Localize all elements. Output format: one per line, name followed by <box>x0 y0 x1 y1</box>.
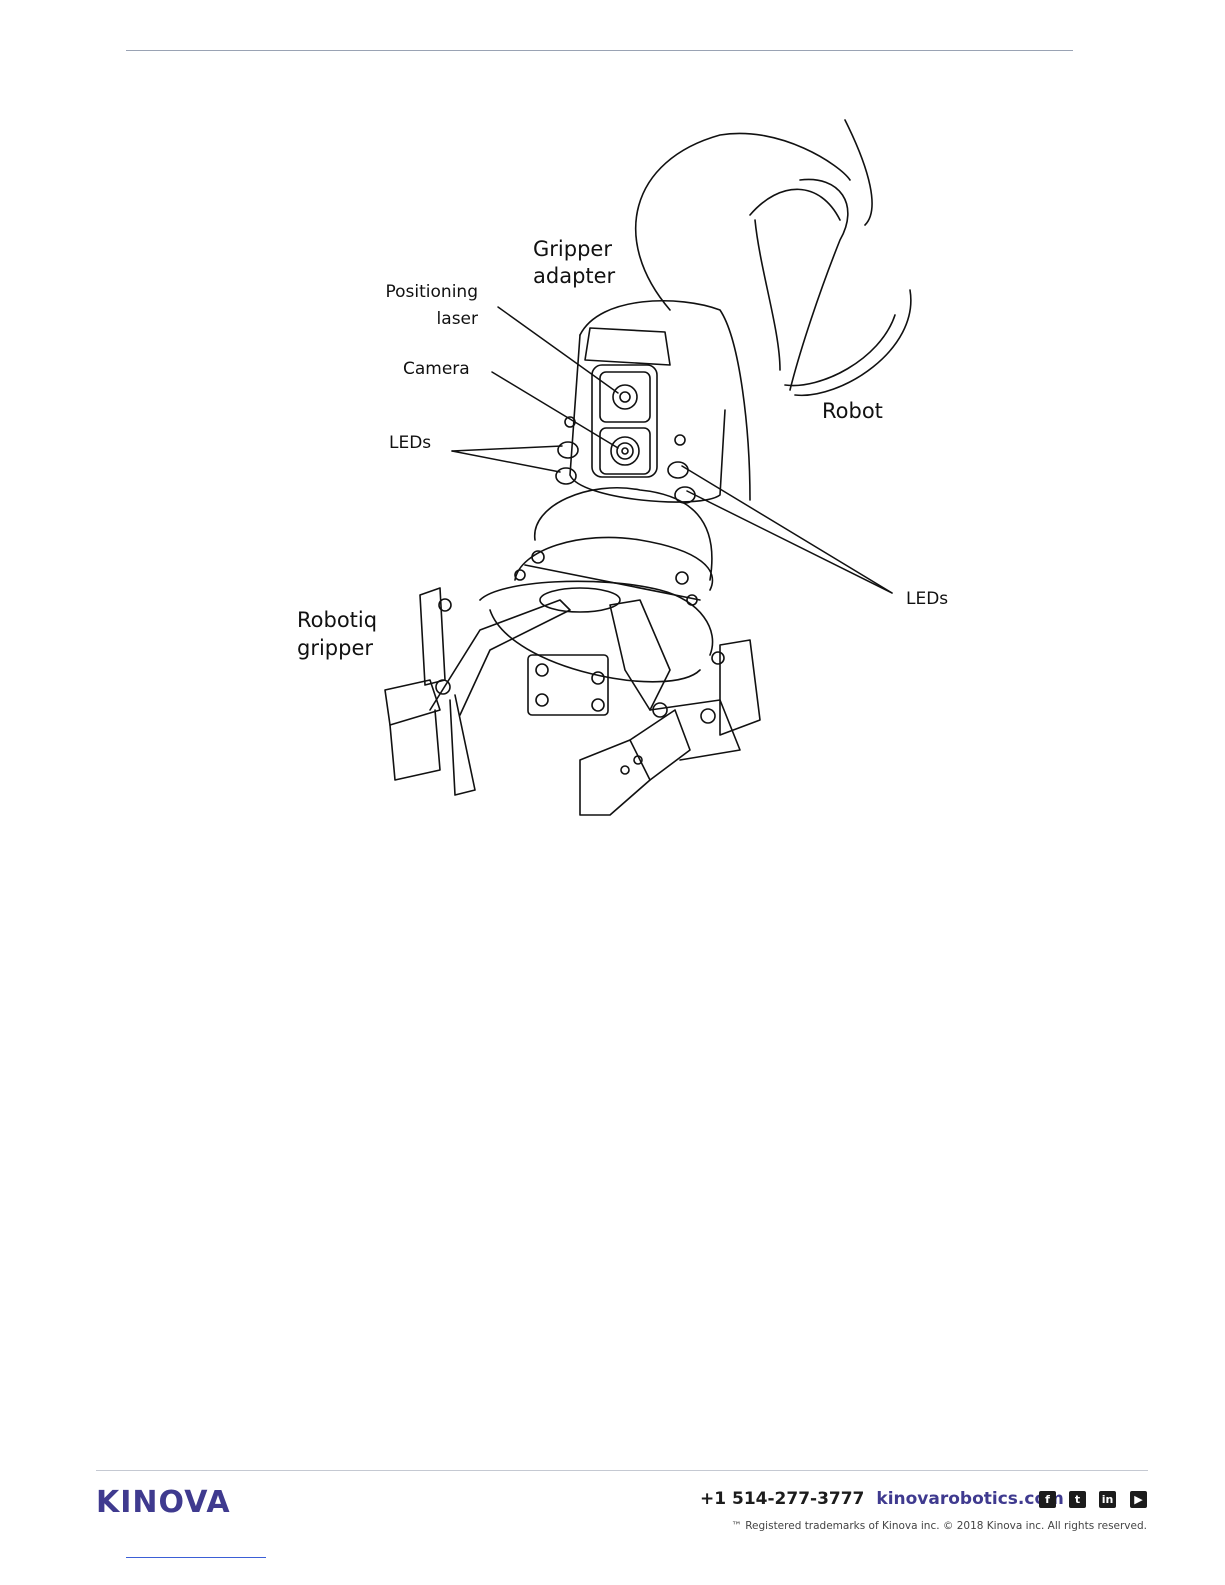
facebook-icon[interactable]: f <box>1039 1491 1056 1508</box>
twitter-icon[interactable]: t <box>1069 1491 1086 1508</box>
trademark-notice: ™ Registered trademarks of Kinova inc. ©… <box>731 1520 1147 1532</box>
footer-divider <box>96 1470 1148 1471</box>
gripper-adapter-label-line2: adapter <box>533 263 615 289</box>
robot-gripper-figure: Gripper adapter Positioning laser Camera… <box>280 110 980 830</box>
positioning-laser-label-line1: Positioning <box>370 282 478 303</box>
positioning-laser-label-line2: laser <box>370 309 478 330</box>
bottom-link-underline <box>126 1557 266 1558</box>
gripper-illustration <box>280 110 980 830</box>
gripper-adapter-label-line1: Gripper <box>533 236 612 262</box>
footer-contact: +1 514-277-3777 kinovarobotics.com <box>700 1489 1064 1509</box>
youtube-icon[interactable]: ▶ <box>1130 1491 1147 1508</box>
leds-label-left: LEDs <box>389 433 431 454</box>
robotiq-gripper-label-line2: gripper <box>297 635 373 661</box>
kinova-logo: KINOVA <box>96 1485 231 1520</box>
header-divider <box>126 50 1073 51</box>
robot-label: Robot <box>822 398 883 424</box>
linkedin-icon[interactable]: in <box>1099 1491 1116 1508</box>
camera-label: Camera <box>403 359 470 380</box>
website-link[interactable]: kinovarobotics.com <box>876 1489 1063 1509</box>
leds-label-right: LEDs <box>906 589 948 610</box>
robotiq-gripper-label-line1: Robotiq <box>297 607 377 633</box>
phone-number: +1 514-277-3777 <box>700 1489 864 1509</box>
